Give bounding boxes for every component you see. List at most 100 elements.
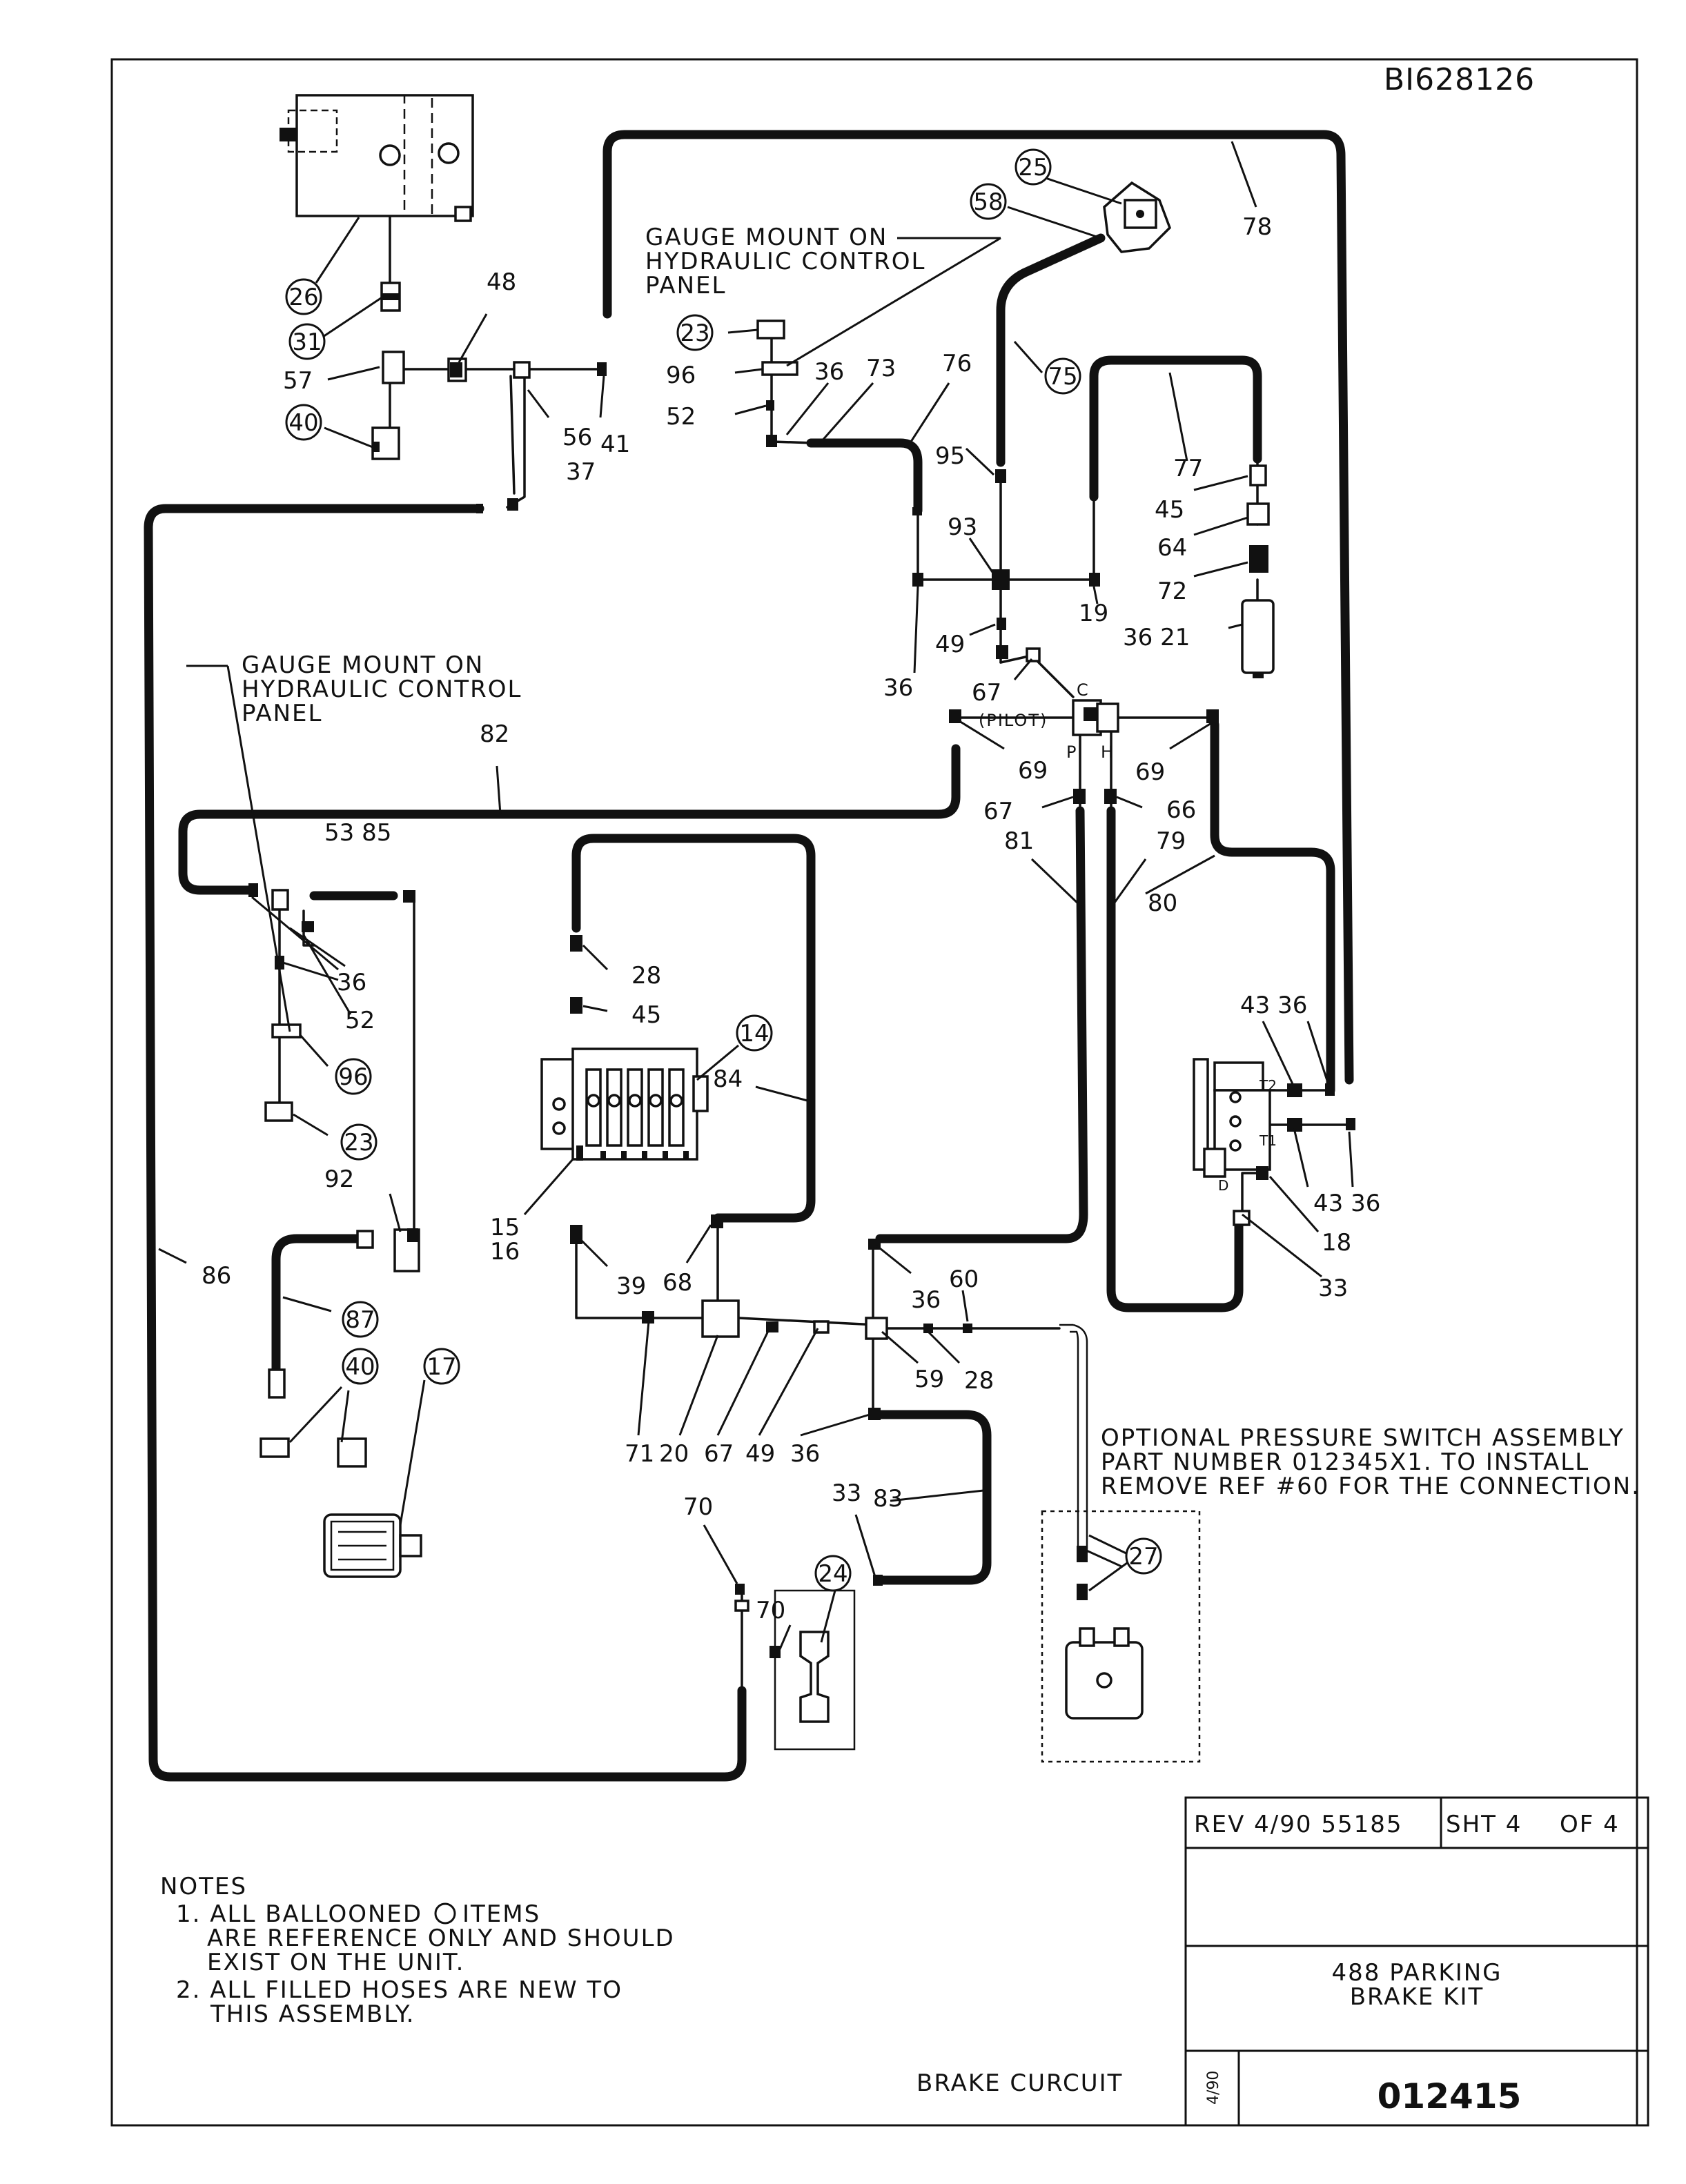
balloon-26: 26: [285, 278, 322, 315]
part-number: 012415: [1378, 2076, 1522, 2116]
svg-text:REMOVE REF #60 FOR THE CONNECT: REMOVE REF #60 FOR THE CONNECTION.: [1101, 1473, 1640, 1500]
control-valve-14: [540, 935, 709, 1244]
svg-text:93: 93: [948, 513, 977, 541]
pilot-valve: [949, 699, 1219, 804]
svg-text:24: 24: [818, 1560, 847, 1588]
title-of: OF 4: [1560, 1811, 1620, 1838]
svg-text:26: 26: [288, 284, 318, 311]
balloon-17: 17: [423, 1348, 460, 1385]
svg-text:39: 39: [616, 1272, 646, 1300]
svg-text:43 36: 43 36: [1240, 992, 1307, 1019]
balloon-58: 58: [970, 183, 1007, 220]
svg-text:T2: T2: [1259, 1077, 1277, 1094]
svg-text:28: 28: [631, 962, 661, 990]
svg-text:C: C: [1077, 680, 1088, 700]
svg-text:19: 19: [1079, 600, 1108, 627]
svg-text:48: 48: [487, 268, 516, 296]
svg-text:67: 67: [972, 679, 1001, 707]
svg-text:53 85: 53 85: [324, 819, 391, 847]
svg-text:67: 67: [704, 1440, 734, 1468]
lower-line-fittings: [642, 1214, 972, 1586]
balloon-40-bottom: 40: [342, 1348, 379, 1385]
title-sheet: SHT 4: [1446, 1811, 1522, 1838]
item-24-assembly: [734, 1584, 856, 1751]
pump-17: [323, 1513, 422, 1578]
drawing-id: BI628126: [1384, 62, 1535, 97]
svg-text:73: 73: [866, 355, 896, 382]
hose-78: [602, 130, 1354, 1085]
balloon-symbol: [434, 1902, 456, 1925]
svg-text:36 21: 36 21: [1123, 624, 1190, 651]
leaders: [158, 141, 1354, 1650]
svg-text:40: 40: [345, 1353, 375, 1381]
svg-text:33: 33: [832, 1479, 861, 1507]
svg-text:P: P: [1066, 742, 1076, 762]
svg-text:52: 52: [666, 403, 696, 431]
balloon-24: 24: [814, 1555, 852, 1592]
svg-text:15: 15: [490, 1214, 520, 1241]
svg-text:96: 96: [666, 362, 696, 389]
balloon-27: 27: [1125, 1537, 1162, 1575]
balloon-31: 31: [288, 323, 326, 360]
center-cross-fittings: [912, 469, 1100, 662]
svg-text:23: 23: [680, 319, 709, 347]
drawing-border: [110, 58, 1638, 2127]
svg-text:45: 45: [1155, 496, 1184, 524]
fittings-reservoir: [371, 282, 607, 513]
balloon-87: 87: [342, 1301, 379, 1338]
svg-text:58: 58: [973, 188, 1003, 216]
title-rev: REV 4/90 55185: [1194, 1811, 1403, 1838]
balloon-40-top: 40: [285, 404, 322, 441]
svg-text:92: 92: [324, 1165, 354, 1193]
svg-text:GAUGE MOUNT ON: GAUGE MOUNT ON: [242, 651, 484, 679]
optional-callout: OPTIONAL PRESSURE SWITCH ASSEMBLY PART N…: [1101, 1424, 1640, 1500]
svg-text:86: 86: [202, 1262, 231, 1290]
svg-text:PART NUMBER 012345X1. TO INSTA: PART NUMBER 012345X1. TO INSTALL: [1101, 1448, 1589, 1476]
gauge-left-fittings: [248, 883, 415, 1122]
svg-text:36: 36: [911, 1286, 941, 1314]
svg-text:59: 59: [914, 1366, 944, 1393]
svg-text:70: 70: [683, 1493, 713, 1521]
svg-text:HYDRAULIC CONTROL: HYDRAULIC CONTROL: [242, 676, 522, 703]
svg-text:16: 16: [490, 1238, 520, 1266]
svg-text:56: 56: [562, 424, 592, 451]
hose-86: [144, 504, 747, 1782]
svg-text:68: 68: [663, 1269, 692, 1297]
svg-text:20: 20: [659, 1440, 689, 1468]
svg-text:NOTES: NOTES: [160, 1873, 247, 1900]
notes: NOTES 1. ALL BALLOONED ITEMS ARE REFEREN…: [160, 1873, 674, 2028]
svg-text:77: 77: [1173, 455, 1203, 482]
svg-text:70: 70: [756, 1597, 785, 1624]
svg-text:17: 17: [427, 1353, 456, 1381]
svg-text:78: 78: [1242, 213, 1272, 241]
svg-text:60: 60: [949, 1266, 979, 1293]
svg-text:HYDRAULIC CONTROL: HYDRAULIC CONTROL: [645, 248, 925, 275]
svg-text:T1: T1: [1259, 1132, 1277, 1149]
hose-82: [178, 744, 961, 895]
hoses: [144, 130, 1354, 1782]
svg-text:64: 64: [1157, 534, 1187, 562]
svg-text:49: 49: [745, 1440, 775, 1468]
hose-83: [875, 1410, 992, 1585]
svg-text:PANEL: PANEL: [242, 700, 322, 727]
svg-text:66: 66: [1166, 796, 1196, 824]
svg-text:72: 72: [1157, 578, 1187, 605]
svg-text:OPTIONAL PRESSURE SWITCH ASSEM: OPTIONAL PRESSURE SWITCH ASSEMBLY: [1101, 1424, 1625, 1452]
svg-text:27: 27: [1128, 1543, 1158, 1571]
hose-75: [996, 233, 1106, 467]
brake-valve-25: [1103, 181, 1172, 253]
svg-text:67: 67: [983, 798, 1013, 825]
svg-text:33: 33: [1318, 1275, 1348, 1302]
svg-text:1. ALL BALLOONED: 1. ALL BALLOONED: [176, 1900, 422, 1928]
svg-text:18: 18: [1322, 1229, 1351, 1257]
svg-text:49: 49: [935, 631, 965, 658]
svg-text:95: 95: [935, 442, 965, 470]
hose-81: [875, 806, 1088, 1243]
svg-text:76: 76: [942, 350, 972, 377]
svg-text:82: 82: [480, 720, 509, 748]
svg-text:69: 69: [1018, 757, 1048, 785]
pump-hose-fittings: [259, 1228, 420, 1468]
svg-text:52: 52: [345, 1007, 375, 1034]
svg-text:43 36: 43 36: [1313, 1190, 1380, 1217]
